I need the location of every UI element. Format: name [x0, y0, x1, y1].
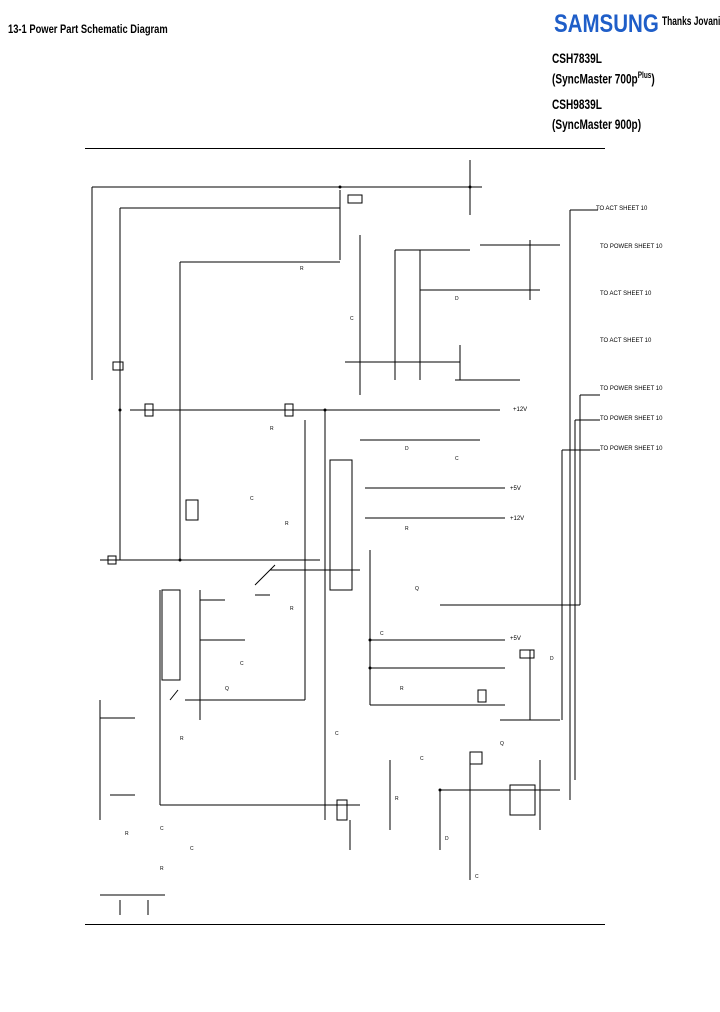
ref-label: C	[190, 846, 194, 852]
junction	[338, 185, 342, 189]
model-name-2: (SyncMaster 900p)	[552, 116, 642, 132]
junction	[468, 185, 472, 189]
ref-label: C	[160, 826, 164, 832]
ref-label: Q	[500, 741, 504, 747]
top-border-line	[85, 148, 605, 149]
junction	[368, 666, 372, 670]
ref-label: R	[300, 266, 304, 272]
offpage-label-2: TO POWER SHEET 10	[600, 244, 663, 250]
component	[284, 403, 294, 417]
net-label-4: +5V	[510, 636, 521, 642]
net-label-3: +12V	[510, 516, 525, 522]
ref-label: D	[405, 446, 409, 452]
junction	[368, 638, 372, 642]
net-label-2: +5V	[510, 486, 521, 492]
ref-label: R	[270, 426, 274, 432]
ic-block	[336, 799, 348, 821]
offpage-label-1: TO ACT SHEET 10	[596, 206, 648, 212]
ref-label: C	[420, 756, 424, 762]
ref-label: R	[290, 606, 294, 612]
component	[185, 499, 199, 521]
ref-label: R	[405, 526, 409, 532]
ref-label: C	[335, 731, 339, 737]
ref-label: D	[455, 296, 459, 302]
ref-label: R	[400, 686, 404, 692]
component	[519, 649, 535, 659]
wire	[169, 689, 179, 701]
junction	[323, 408, 327, 412]
ic-block	[509, 784, 536, 816]
junction	[438, 788, 442, 792]
model-name-1-text: (SyncMaster 700p	[552, 70, 638, 87]
ref-label: R	[160, 866, 164, 872]
wire	[254, 564, 276, 586]
ic-block	[161, 589, 181, 681]
ref-label: Q	[225, 686, 229, 692]
junction	[178, 558, 182, 562]
ref-label: R	[180, 736, 184, 742]
ic-block	[329, 459, 353, 591]
ref-label: R	[285, 521, 289, 527]
ref-label: Q	[415, 586, 419, 592]
junction	[118, 408, 122, 412]
model-code-1: CSH7839L	[552, 50, 602, 66]
samsung-logo: SAMSUNG	[554, 10, 659, 38]
offpage-label-3: TO ACT SHEET 10	[600, 291, 652, 297]
component	[144, 403, 154, 417]
page-title: 13-1 Power Part Schematic Diagram	[8, 22, 168, 36]
ref-label: D	[445, 836, 449, 842]
net-label-1: +12V	[513, 407, 528, 413]
offpage-label-7: TO POWER SHEET 10	[600, 446, 663, 452]
component	[107, 555, 117, 565]
ref-label: C	[250, 496, 254, 502]
ref-label: C	[350, 316, 354, 322]
model-name-1-sup: Plus	[637, 70, 652, 80]
model-name-1: (SyncMaster 700pPlus)	[552, 70, 655, 87]
ref-label: R	[125, 831, 129, 837]
component	[477, 689, 487, 703]
bottom-border-line	[85, 924, 605, 925]
component	[112, 361, 124, 371]
ref-label: C	[380, 631, 384, 637]
ref-label: R	[395, 796, 399, 802]
offpage-label-5: TO POWER SHEET 10	[600, 386, 663, 392]
component	[347, 194, 363, 204]
offpage-label-6: TO POWER SHEET 10	[600, 416, 663, 422]
ref-label: C	[240, 661, 244, 667]
offpage-label-4: TO ACT SHEET 10	[600, 338, 652, 344]
credit-text: Thanks Jovani	[662, 14, 720, 28]
ref-label: C	[455, 456, 459, 462]
ref-label: C	[475, 874, 479, 880]
ref-label: D	[550, 656, 554, 662]
ic-block	[469, 751, 483, 765]
model-code-2: CSH9839L	[552, 96, 602, 112]
model-name-1-end: )	[651, 70, 655, 87]
